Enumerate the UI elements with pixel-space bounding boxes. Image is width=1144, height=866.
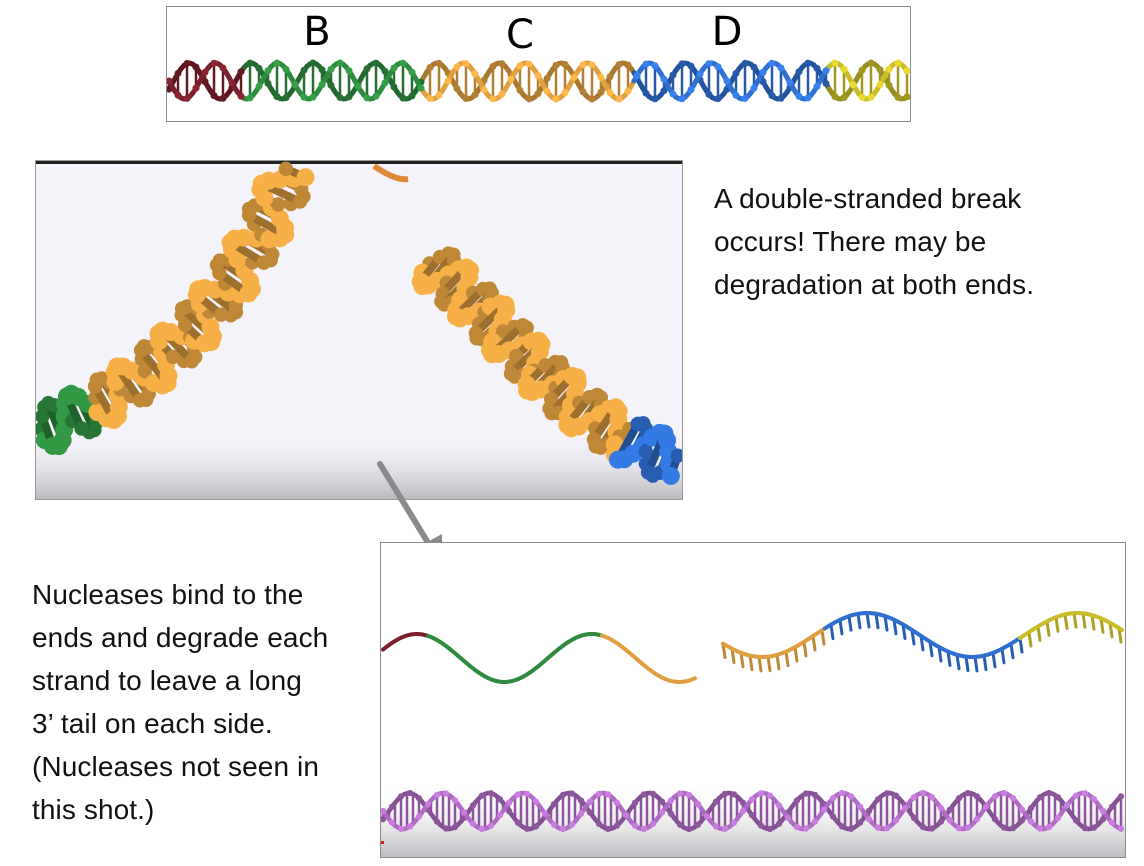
nuclease-caption: Nucleases bind to the ends and degrade e… xyxy=(32,579,329,825)
double-strand-break-image xyxy=(36,161,682,499)
right-single-strand-tail xyxy=(721,611,1124,673)
right-broken-end xyxy=(411,246,682,485)
resection-image xyxy=(381,611,1125,857)
partial-arc-shape xyxy=(372,163,409,183)
break-caption: A double-stranded break occurs! There ma… xyxy=(714,183,1035,300)
chromosome-overview-panel: B C D xyxy=(166,6,911,122)
segment-label-d: D xyxy=(712,9,743,55)
dna-helix-strip xyxy=(167,59,910,103)
segment-label-c: C xyxy=(506,12,534,58)
chromosome-overview-image: B C D xyxy=(167,9,910,103)
segment-label-b: B xyxy=(303,9,330,55)
resection-panel xyxy=(380,542,1126,858)
double-strand-break-panel xyxy=(35,160,683,500)
left-broken-end xyxy=(36,161,315,456)
homologous-chromosome-helix xyxy=(381,789,1125,833)
left-single-strand-tail xyxy=(381,632,697,684)
